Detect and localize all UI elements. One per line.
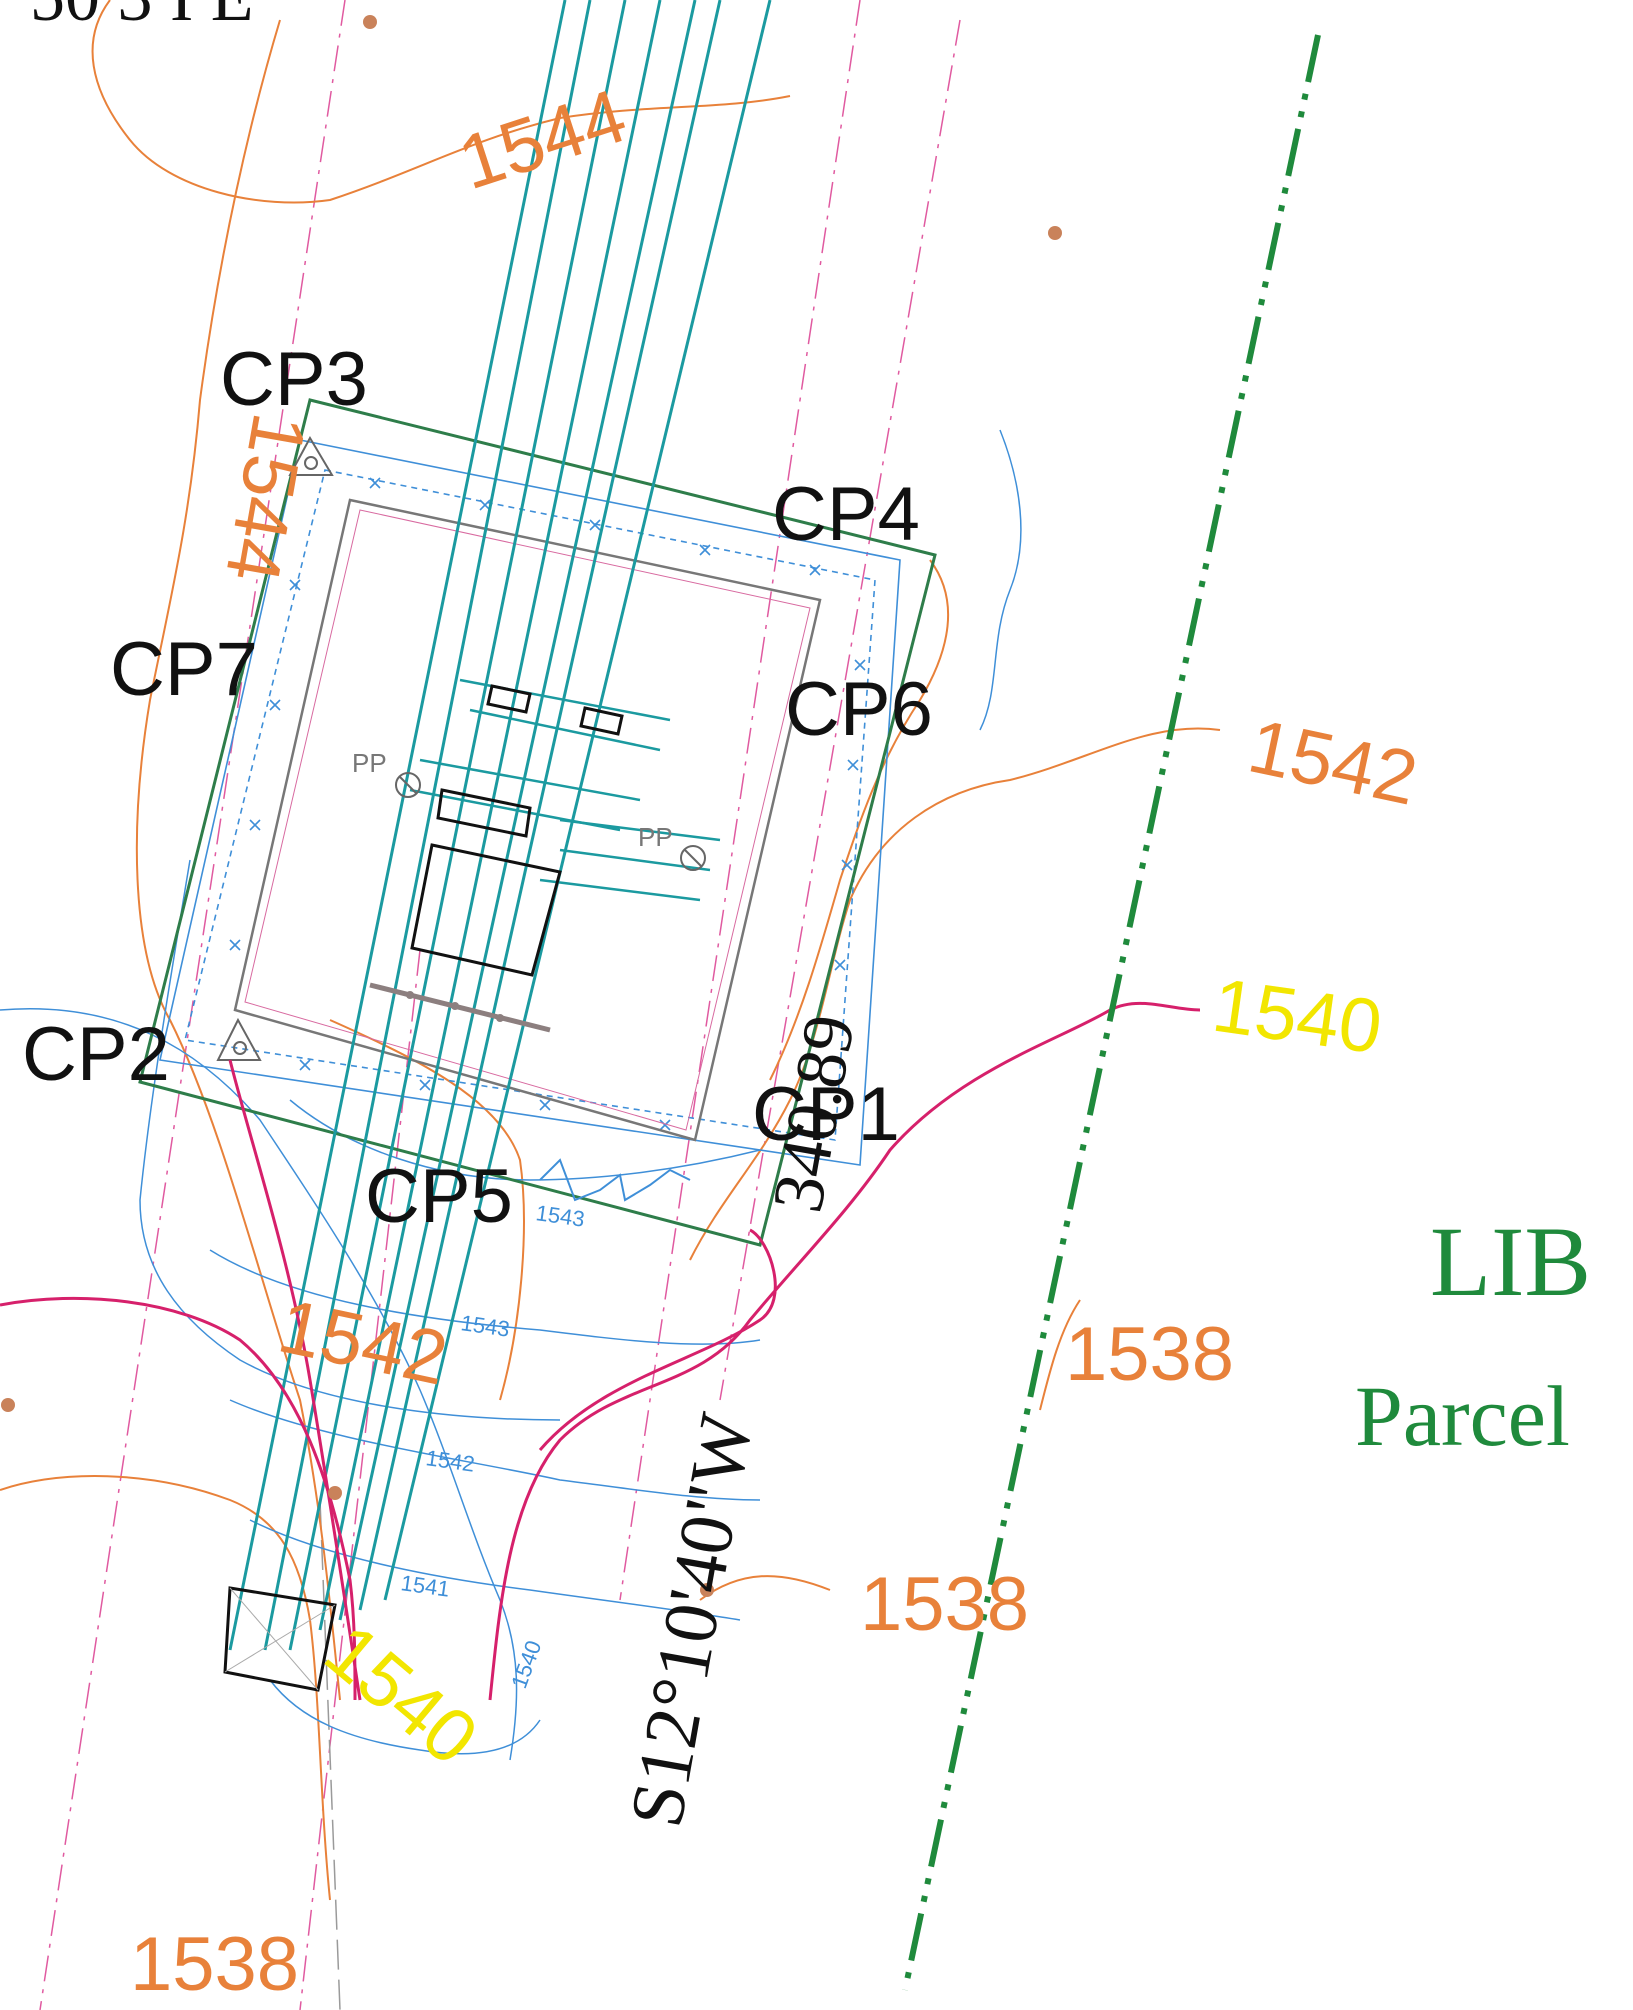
cp2-label: CP2 [22, 1012, 170, 1097]
power-pole-label-left: PP [352, 748, 387, 778]
parcel-boundary-line [902, 34, 1321, 1991]
substation-inner-boundary [244, 509, 811, 1131]
minor-elevation-1543-b: 1543 [459, 1310, 511, 1342]
easement-lines [39, 0, 961, 2010]
elevation-1538-lower: 1538 [860, 1562, 1029, 1647]
grounding-line [369, 982, 551, 1033]
substation-boundary [233, 498, 822, 1142]
survey-dots [1, 15, 1062, 1597]
cp5-label: CP5 [365, 1154, 513, 1239]
magenta-lines [0, 1001, 1201, 1701]
fence-line [159, 439, 901, 1166]
elevation-1542-mid: 1542 [271, 1283, 454, 1401]
minor-elevation-1542: 1542 [424, 1445, 476, 1477]
minor-elevation-1541: 1541 [399, 1570, 451, 1602]
equipment-cross [224, 1587, 336, 1691]
elevation-1538-bottom: 1538 [130, 1922, 299, 2007]
cp7-label: CP7 [110, 627, 258, 712]
zigzag-line [539, 1158, 691, 1202]
pad-outline [138, 398, 937, 1247]
fence-x-marks [229, 477, 866, 1131]
cp1-label: CP1 [752, 1072, 900, 1157]
power-pole-label-right: PP [638, 822, 673, 852]
elevation-1544-left: 1544 [209, 407, 322, 588]
distance-label: 340.89 [757, 1009, 870, 1218]
survey-markers [216, 435, 334, 1061]
elevation-1542-right: 1542 [1241, 703, 1424, 821]
bus-bars [409, 678, 721, 902]
cp3-label: CP3 [220, 337, 368, 422]
elevation-1538-right: 1538 [1065, 1312, 1234, 1397]
top-cut-label: 50 3 I E [30, 0, 254, 36]
elevation-1540-right: 1540 [1208, 963, 1387, 1071]
bearing-label: S12°10'40"W [614, 1407, 769, 1833]
major-contours [0, 0, 1221, 1901]
minor-elevation-1543-a: 1543 [534, 1200, 586, 1232]
cp6-label: CP6 [785, 667, 933, 752]
elevation-1544-top: 1544 [449, 73, 636, 206]
cp4-label: CP4 [772, 472, 920, 557]
parcel-title: LIB [1430, 1206, 1591, 1317]
power-poles [395, 772, 706, 871]
transmission-lines [228, 0, 772, 1651]
minor-contours [0, 429, 1022, 1761]
elevation-1540-lower: 1540 [309, 1608, 493, 1782]
parcel-subtitle: Parcel [1355, 1368, 1570, 1464]
